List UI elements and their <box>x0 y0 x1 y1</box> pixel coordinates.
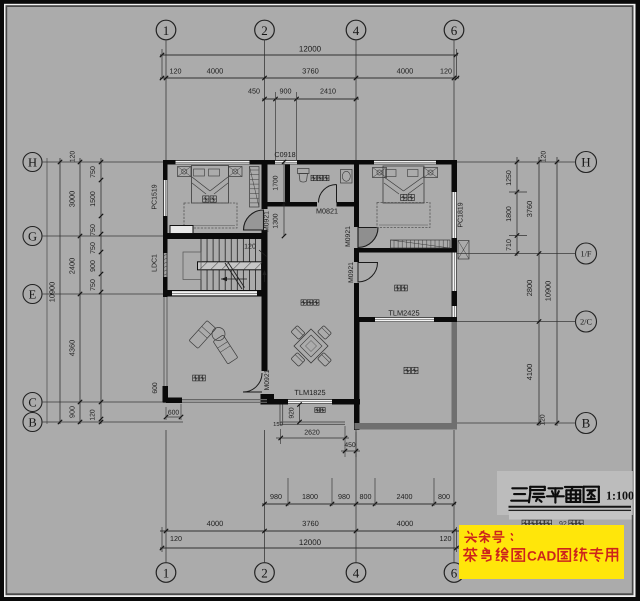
svg-text:B: B <box>28 415 36 429</box>
svg-text:1:100: 1:100 <box>606 489 634 503</box>
svg-text:750: 750 <box>90 279 97 291</box>
svg-text:12000: 12000 <box>299 45 322 54</box>
svg-text:120: 120 <box>540 414 547 426</box>
svg-text:M0921: M0921 <box>264 211 271 232</box>
svg-text:1700: 1700 <box>273 175 280 190</box>
svg-text:H: H <box>28 155 37 169</box>
svg-text:120: 120 <box>170 67 182 76</box>
svg-text:M0921: M0921 <box>345 226 352 247</box>
svg-text:2410: 2410 <box>320 87 336 96</box>
svg-text:M0821: M0821 <box>316 207 338 216</box>
svg-text:E: E <box>29 287 37 301</box>
svg-text:TLM2425: TLM2425 <box>388 309 419 318</box>
svg-text:6: 6 <box>451 23 458 38</box>
svg-text:900: 900 <box>68 406 77 418</box>
svg-text:4000: 4000 <box>207 519 224 528</box>
svg-text:120: 120 <box>70 151 77 163</box>
svg-text:4360: 4360 <box>68 340 77 356</box>
svg-text:C0918: C0918 <box>274 150 295 159</box>
svg-text:4100: 4100 <box>525 364 534 380</box>
svg-text:800: 800 <box>438 492 450 501</box>
svg-text:4: 4 <box>353 565 360 580</box>
svg-text:2400: 2400 <box>397 492 413 501</box>
svg-text:M0921: M0921 <box>264 369 271 390</box>
svg-text:1300: 1300 <box>273 213 280 228</box>
svg-text:CAD: CAD <box>527 549 556 564</box>
svg-text:600: 600 <box>152 382 159 394</box>
svg-text:1: 1 <box>163 23 170 38</box>
svg-text:150: 150 <box>273 421 283 428</box>
svg-text:4000: 4000 <box>207 67 224 76</box>
svg-text:LDC1: LDC1 <box>152 254 159 272</box>
svg-text:PC1519: PC1519 <box>152 184 159 209</box>
svg-text:980: 980 <box>270 492 282 501</box>
svg-text:750: 750 <box>90 166 97 178</box>
svg-text:4000: 4000 <box>397 67 414 76</box>
svg-text:120: 120 <box>440 67 452 76</box>
svg-text:450: 450 <box>248 87 260 96</box>
svg-text:H: H <box>581 155 590 170</box>
svg-text:3760: 3760 <box>525 201 534 217</box>
svg-text:92: 92 <box>559 521 567 528</box>
svg-text:1500: 1500 <box>90 191 97 207</box>
svg-text:3760: 3760 <box>302 67 319 76</box>
svg-text:980: 980 <box>338 492 350 501</box>
svg-text:3760: 3760 <box>302 519 319 528</box>
svg-text:120: 120 <box>90 409 97 421</box>
svg-text:12000: 12000 <box>299 538 322 547</box>
svg-text:710: 710 <box>506 239 513 251</box>
svg-text:450: 450 <box>344 442 356 449</box>
svg-text:10900: 10900 <box>544 281 553 302</box>
svg-text:120: 120 <box>440 534 452 543</box>
svg-text:3000: 3000 <box>68 191 77 207</box>
svg-text:1250: 1250 <box>506 170 513 186</box>
svg-text:TLM1825: TLM1825 <box>294 388 325 397</box>
svg-text:900: 900 <box>280 87 292 96</box>
svg-text:2: 2 <box>261 23 268 38</box>
svg-text:2: 2 <box>261 565 268 580</box>
svg-text:120: 120 <box>244 244 256 251</box>
svg-text:920: 920 <box>289 407 296 419</box>
svg-text:2/C: 2/C <box>580 318 592 327</box>
svg-text:PC1819: PC1819 <box>458 202 465 227</box>
svg-text:600: 600 <box>168 410 180 417</box>
svg-text:900: 900 <box>90 260 97 272</box>
svg-text:G: G <box>28 229 37 243</box>
svg-text:120: 120 <box>170 534 182 543</box>
svg-text:2620: 2620 <box>304 430 320 437</box>
svg-text:10900: 10900 <box>48 282 57 303</box>
svg-text:120: 120 <box>541 151 548 163</box>
svg-text:4: 4 <box>353 23 360 38</box>
svg-text:1/F: 1/F <box>581 250 592 259</box>
svg-text:C: C <box>28 395 36 409</box>
svg-text:2800: 2800 <box>525 280 534 296</box>
svg-text:1: 1 <box>163 565 170 580</box>
svg-text:4000: 4000 <box>397 519 414 528</box>
svg-text:6: 6 <box>451 565 458 580</box>
svg-text:1800: 1800 <box>506 206 513 222</box>
svg-text:M0921: M0921 <box>348 262 355 283</box>
svg-text:750: 750 <box>90 224 97 236</box>
svg-text:1800: 1800 <box>302 492 318 501</box>
svg-text:750: 750 <box>90 242 97 254</box>
svg-text:800: 800 <box>360 492 372 501</box>
svg-text:2400: 2400 <box>68 258 77 274</box>
svg-text:B: B <box>582 416 591 431</box>
